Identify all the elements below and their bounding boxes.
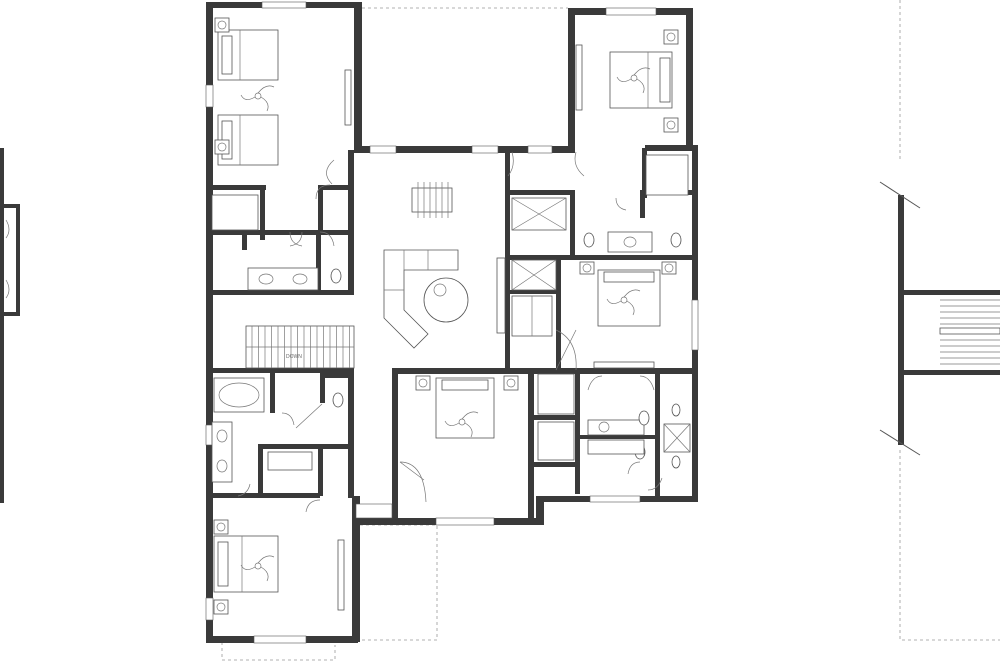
bathtub-icon <box>218 382 260 408</box>
toilet-icon <box>671 455 681 469</box>
toilet-icon <box>330 268 342 284</box>
east-stair-treads <box>939 299 1000 365</box>
ceiling-fan-icon <box>444 411 479 438</box>
ceiling-fan-icon <box>240 555 275 582</box>
toilet-icon <box>671 403 681 417</box>
door-swings <box>237 151 663 513</box>
bed <box>609 51 673 109</box>
toilet-icon <box>670 232 682 248</box>
foosball-table <box>411 182 453 218</box>
bed <box>435 377 495 439</box>
ceiling-fan-icon <box>616 67 651 94</box>
bath-fixtures <box>211 154 691 483</box>
closet-shelves <box>337 44 655 611</box>
closets <box>511 259 575 461</box>
west-elevation-fragment <box>0 148 20 503</box>
main-staircase: DOWN <box>245 325 355 369</box>
toilet-icon <box>583 232 595 248</box>
east-stair-tower <box>879 181 1000 456</box>
bed <box>217 29 279 81</box>
stair-label: DOWN <box>286 354 302 360</box>
sectional-sofa <box>383 249 459 349</box>
coffee-table <box>423 277 469 323</box>
toilet-icon <box>638 410 650 426</box>
toilet-icon <box>332 392 344 408</box>
bed <box>213 535 279 593</box>
bed <box>597 269 661 327</box>
ceiling-fan-icon <box>240 85 275 112</box>
nightstands <box>213 17 679 615</box>
loft-furniture <box>383 182 469 349</box>
ceiling-fans <box>240 67 651 582</box>
ceiling-fan-icon <box>606 289 641 316</box>
windows <box>205 1 699 644</box>
